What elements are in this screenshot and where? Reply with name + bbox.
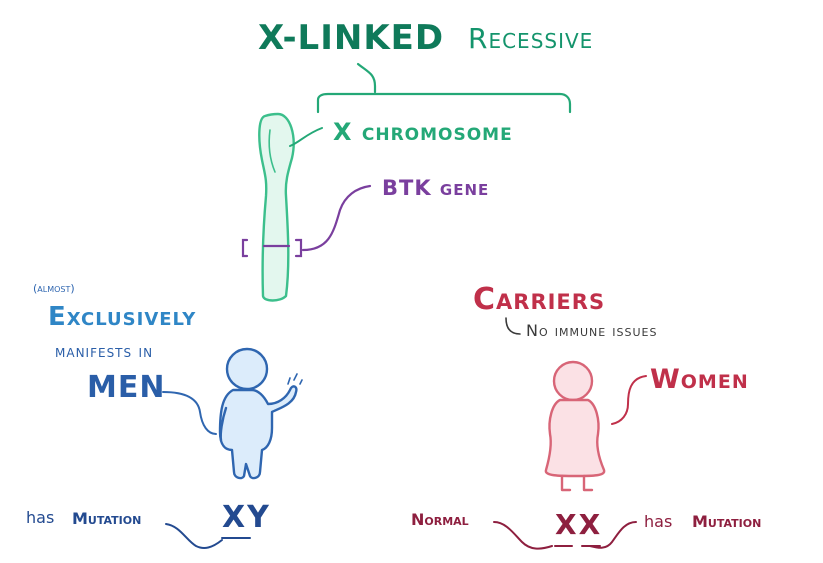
women-normal-label: Normal [411,510,469,529]
men-qualifier: (almost) [33,282,75,295]
woman-figure [544,360,606,492]
title-brace [316,62,572,114]
men-line-1: Exclusively [48,302,197,332]
x-chromosome [258,112,295,302]
xy-mutation-connector [165,523,251,549]
man-figure [218,347,303,480]
women-pointer [611,375,647,425]
men-genotype: XY [222,500,271,535]
men-label: MEN [87,370,166,405]
women-mutation-word: Mutation [692,512,762,531]
carriers-note-pointer [505,317,521,335]
btk-gene-label: BTK gene [382,176,490,200]
women-label: Women [650,364,749,395]
men-pointer [162,391,217,435]
men-mutation-prefix: has [26,508,55,527]
title-sub: Recessive [468,22,594,55]
x-chromosome-pointer [289,127,323,147]
women-genotype: XX [555,508,603,541]
carriers-note: No immune issues [526,321,658,340]
btk-gene-band [241,184,372,258]
men-line-2: manifests in [55,342,154,362]
women-mutation-prefix: has [644,512,673,531]
title-main: X-LINKED [258,18,445,58]
xx-connectors [493,521,637,550]
carriers-label: Carriers [473,282,606,317]
men-mutation-word: Mutation [72,509,142,528]
x-chromosome-label: X chromosome [333,118,513,146]
